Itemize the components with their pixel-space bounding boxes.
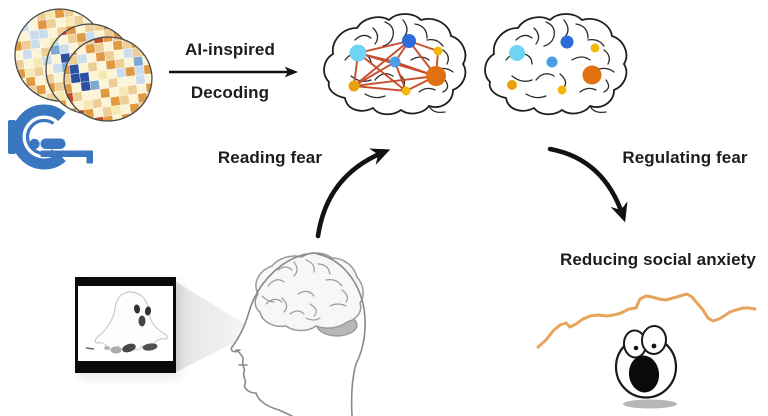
anxiety-signal-wave-icon (536, 292, 757, 349)
reading-fear-arrow (315, 148, 391, 239)
ghost-icon (85, 291, 168, 354)
mri-scanner-icon (8, 104, 93, 170)
ai-inspired-label: AI-inspired (185, 40, 275, 59)
decoding-label: Decoding (190, 83, 270, 102)
brain-network-nodes-icon (484, 13, 628, 116)
projection-beam-icon (176, 282, 257, 372)
ghost-video-screen-icon (75, 277, 176, 373)
reading-fear-label: Reading fear (217, 148, 323, 167)
fmri-heatmap-slices-icon (8, 4, 160, 126)
scared-face-icon (614, 325, 678, 409)
decoding-arrow (169, 66, 299, 78)
regulating-fear-label: Regulating fear (622, 148, 748, 167)
regulating-fear-arrow (547, 146, 628, 223)
head-profile-brain-icon (230, 252, 366, 416)
brain-network-connected-icon (323, 13, 467, 116)
reducing-social-anxiety-label: Reducing social anxiety (560, 250, 756, 269)
screen-display (78, 286, 173, 361)
